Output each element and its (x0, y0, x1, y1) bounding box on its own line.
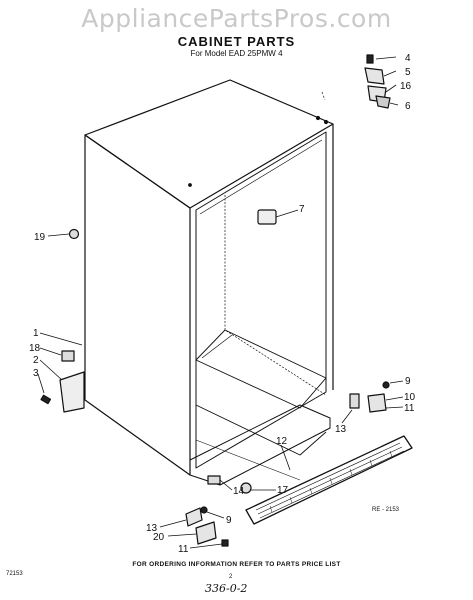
model-subtitle: For Model EAD 25PMW 4 (190, 49, 283, 58)
cabinet-top-face (84, 79, 334, 209)
part-14 (207, 475, 221, 485)
part-9-screw-bottom (200, 506, 208, 514)
callout-17: 17 (277, 485, 289, 496)
part-18 (61, 350, 75, 362)
handwritten-note: 336-0-2 (205, 582, 248, 595)
part-7 (257, 209, 277, 225)
part-10-bracket (367, 393, 387, 413)
cabinet-opening (195, 131, 327, 469)
part-11-screw-bottom (221, 539, 229, 547)
callout-12: 12 (276, 436, 288, 447)
part-19 (68, 228, 80, 240)
part-17 (240, 482, 252, 494)
part-9-screw-top (382, 381, 390, 389)
catalog-code: 72153 (6, 571, 23, 577)
callout-4: 4 (405, 53, 411, 64)
part-5-hinge (364, 67, 385, 85)
callout-18: 18 (29, 343, 41, 354)
callout-13-bottom: 13 (146, 523, 158, 534)
watermark: AppliancePartsPros.com (81, 4, 392, 33)
callout-20: 20 (153, 532, 165, 543)
callout-19: 19 (34, 232, 46, 243)
callout-9-bottom: 9 (226, 515, 232, 526)
callout-6: 6 (405, 101, 411, 112)
callout-11-bottom: 11 (178, 544, 189, 555)
callout-16: 16 (400, 81, 412, 92)
cabinet-front-face (84, 134, 191, 476)
part-20-bracket (195, 521, 217, 545)
callout-13-top: 13 (335, 424, 347, 435)
callout-7: 7 (299, 204, 305, 215)
part-4-screw (366, 54, 374, 64)
callout-10: 10 (404, 392, 416, 403)
part-3-screw (40, 394, 52, 405)
drawing-code: RE - 2153 (372, 507, 400, 513)
callout-14: 14 (233, 486, 245, 497)
part-6-plate (375, 95, 391, 109)
page-title: CABINET PARTS (177, 34, 296, 49)
part-2-bracket (59, 371, 85, 413)
cabinet-floor (195, 329, 327, 409)
callout-3: 3 (33, 368, 39, 379)
ordering-info-footer: FOR ORDERING INFORMATION REFER TO PARTS … (132, 561, 341, 568)
part-12-grille (245, 435, 413, 525)
callout-9-top: 9 (405, 376, 411, 387)
page-number: 2 (229, 574, 233, 580)
callout-5: 5 (405, 67, 411, 78)
part-13-top (349, 393, 360, 409)
part-13-bottom (185, 507, 203, 527)
callout-2: 2 (33, 355, 39, 366)
callout-1: 1 (33, 328, 39, 339)
bottom-rail (189, 404, 331, 486)
callout-11-top: 11 (404, 403, 415, 414)
